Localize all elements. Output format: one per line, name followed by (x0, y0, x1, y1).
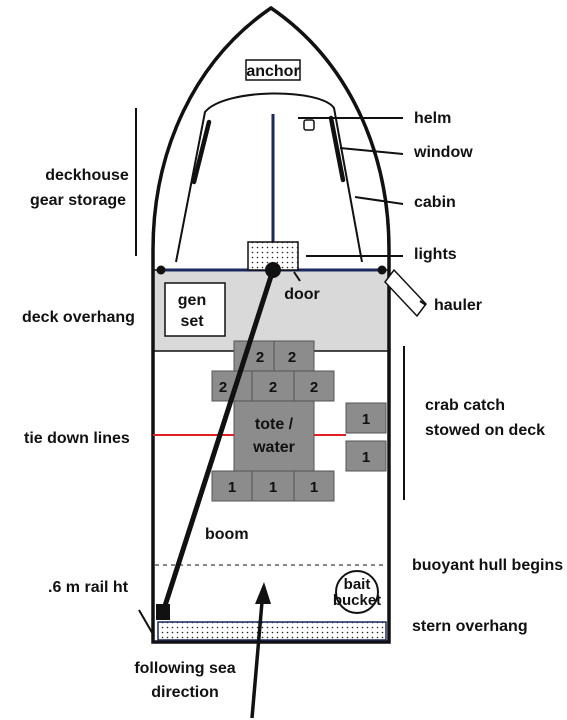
deck-dot-right (377, 265, 387, 275)
water-label: water (252, 439, 295, 456)
rail-height-label: .6 m rail ht (48, 579, 129, 596)
crate-label: 1 (362, 449, 370, 466)
direction-label: direction (151, 684, 219, 701)
hauler-icon (384, 268, 427, 318)
stern-overhang-label: stern overhang (412, 618, 528, 635)
helm-icon (303, 119, 315, 131)
lights-label: lights (414, 246, 457, 263)
crate-label: 1 (310, 479, 318, 496)
stern-bar (157, 621, 387, 641)
rail-leader (138, 609, 155, 637)
crate-label: 1 (228, 479, 236, 496)
bucket-label: bucket (333, 592, 381, 609)
stowed-label: stowed on deck (425, 422, 545, 439)
set-label: set (180, 313, 204, 330)
crab-catch-label: crab catch (425, 397, 505, 414)
hull-outline (151, 5, 391, 644)
deckhouse-label: deckhouse (45, 167, 129, 184)
window-leader (339, 147, 404, 155)
crate-label: 2 (256, 349, 264, 366)
crate-label: 2 (288, 349, 296, 366)
bait-bucket-icon (335, 570, 379, 614)
bait-label: bait (344, 576, 371, 593)
door-leader (293, 271, 301, 282)
door-label: door (284, 286, 320, 303)
cabin-label: cabin (414, 194, 456, 211)
gen-label: gen (178, 292, 206, 309)
crate-stack: 2 2 2 2 2 tote / water 1 1 1 1 1 (211, 340, 387, 502)
hauler-leader (419, 300, 427, 306)
arrow-head-icon (255, 582, 271, 604)
tie-down-label: tie down lines (24, 430, 130, 447)
crate-label: 1 (269, 479, 277, 496)
crate-label: 2 (310, 379, 318, 396)
cabin-roof (175, 92, 363, 263)
boom-label: boom (205, 526, 249, 543)
anchor-label: anchor (246, 63, 299, 80)
anchor-box (245, 59, 301, 81)
buoyant-hull-label: buoyant hull begins (412, 557, 563, 574)
boom-base (156, 604, 170, 620)
deck-dot-left (156, 265, 166, 275)
window-left (191, 119, 212, 185)
crate-label: 1 (362, 411, 370, 428)
crate-label: 2 (269, 379, 277, 396)
following-sea-label: following sea (134, 660, 235, 677)
cabin-leader (354, 196, 404, 205)
boom-line (160, 269, 276, 613)
gen-set-box (164, 282, 226, 337)
hauler-label: hauler (434, 297, 482, 314)
crate-label: 2 (219, 379, 227, 396)
gear-storage-label: gear storage (30, 192, 126, 209)
helm-label: helm (414, 110, 451, 127)
deck-overhang-label: deck overhang (22, 309, 135, 326)
following-sea-arrow-shaft (250, 601, 264, 719)
tote-label: tote / (255, 416, 294, 433)
window-label: window (413, 144, 473, 161)
boom-pivot (265, 262, 281, 278)
window-right (328, 115, 346, 183)
